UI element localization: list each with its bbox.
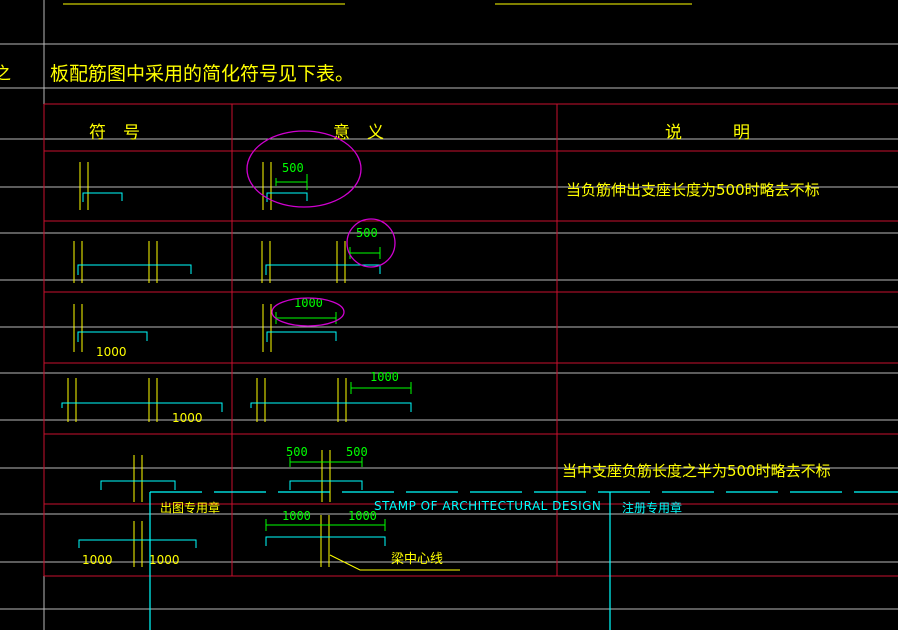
left-edge-char: 之 bbox=[0, 64, 11, 84]
header-description: 说 明 bbox=[665, 123, 750, 143]
header-meaning: 意 义 bbox=[333, 123, 384, 143]
row5-dim-right: 500 bbox=[346, 445, 368, 459]
row1-meaning: 500 bbox=[246, 130, 362, 210]
row5-meaning: 500 500 bbox=[286, 445, 368, 502]
row6-symbol: 1000 1000 bbox=[78, 521, 197, 567]
stamp-center-label: STAMP OF ARCHITECTURAL DESIGN bbox=[374, 499, 601, 513]
beam-center-label: 梁中心线 bbox=[391, 552, 443, 567]
row4-symbol: 1000 bbox=[61, 378, 223, 425]
row6-symbol-dim-left: 1000 bbox=[82, 553, 113, 567]
row1-highlight-ellipse bbox=[246, 130, 362, 208]
row3-highlight-ellipse bbox=[271, 297, 345, 327]
row6-meaning: 1000 1000 梁中心线 bbox=[265, 509, 460, 571]
row4-symbol-dim: 1000 bbox=[172, 411, 203, 425]
row2-highlight-circle bbox=[346, 218, 396, 268]
beam-leader-line bbox=[329, 554, 460, 571]
row6-dim-right: 1000 bbox=[348, 509, 377, 523]
row3-symbol-dim: 1000 bbox=[96, 345, 127, 359]
row2-meaning: 500 bbox=[261, 218, 396, 283]
row5-dim-left: 500 bbox=[286, 445, 308, 459]
row4-dim-1000: 1000 bbox=[370, 370, 399, 384]
row6-dim-left: 1000 bbox=[282, 509, 311, 523]
row3-meaning: 1000 bbox=[262, 296, 345, 352]
row2-dim-500: 500 bbox=[356, 226, 378, 240]
stamp-left-label: 出图专用章 bbox=[160, 500, 220, 515]
row5-note: 当中支座负筋长度之半为500时略去不标 bbox=[562, 462, 831, 480]
row1-symbol bbox=[79, 162, 123, 210]
symbol-table-grid bbox=[43, 103, 898, 577]
stamp-right-label: 注册专用章 bbox=[622, 500, 682, 515]
page-title: 板配筋图中采用的简化符号见下表。 bbox=[50, 63, 354, 85]
row1-note: 当负筋伸出支座长度为500时略去不标 bbox=[566, 181, 820, 199]
row6-symbol-dim-right: 1000 bbox=[149, 553, 180, 567]
row1-dim-500: 500 bbox=[282, 161, 304, 175]
row2-symbol bbox=[73, 241, 192, 283]
header-symbol: 符 号 bbox=[89, 123, 140, 143]
row3-dim-1000: 1000 bbox=[294, 296, 323, 310]
stamp-outline bbox=[149, 491, 898, 630]
row5-symbol bbox=[100, 455, 176, 502]
row3-symbol: 1000 bbox=[73, 304, 148, 359]
row4-meaning: 1000 bbox=[250, 370, 412, 422]
